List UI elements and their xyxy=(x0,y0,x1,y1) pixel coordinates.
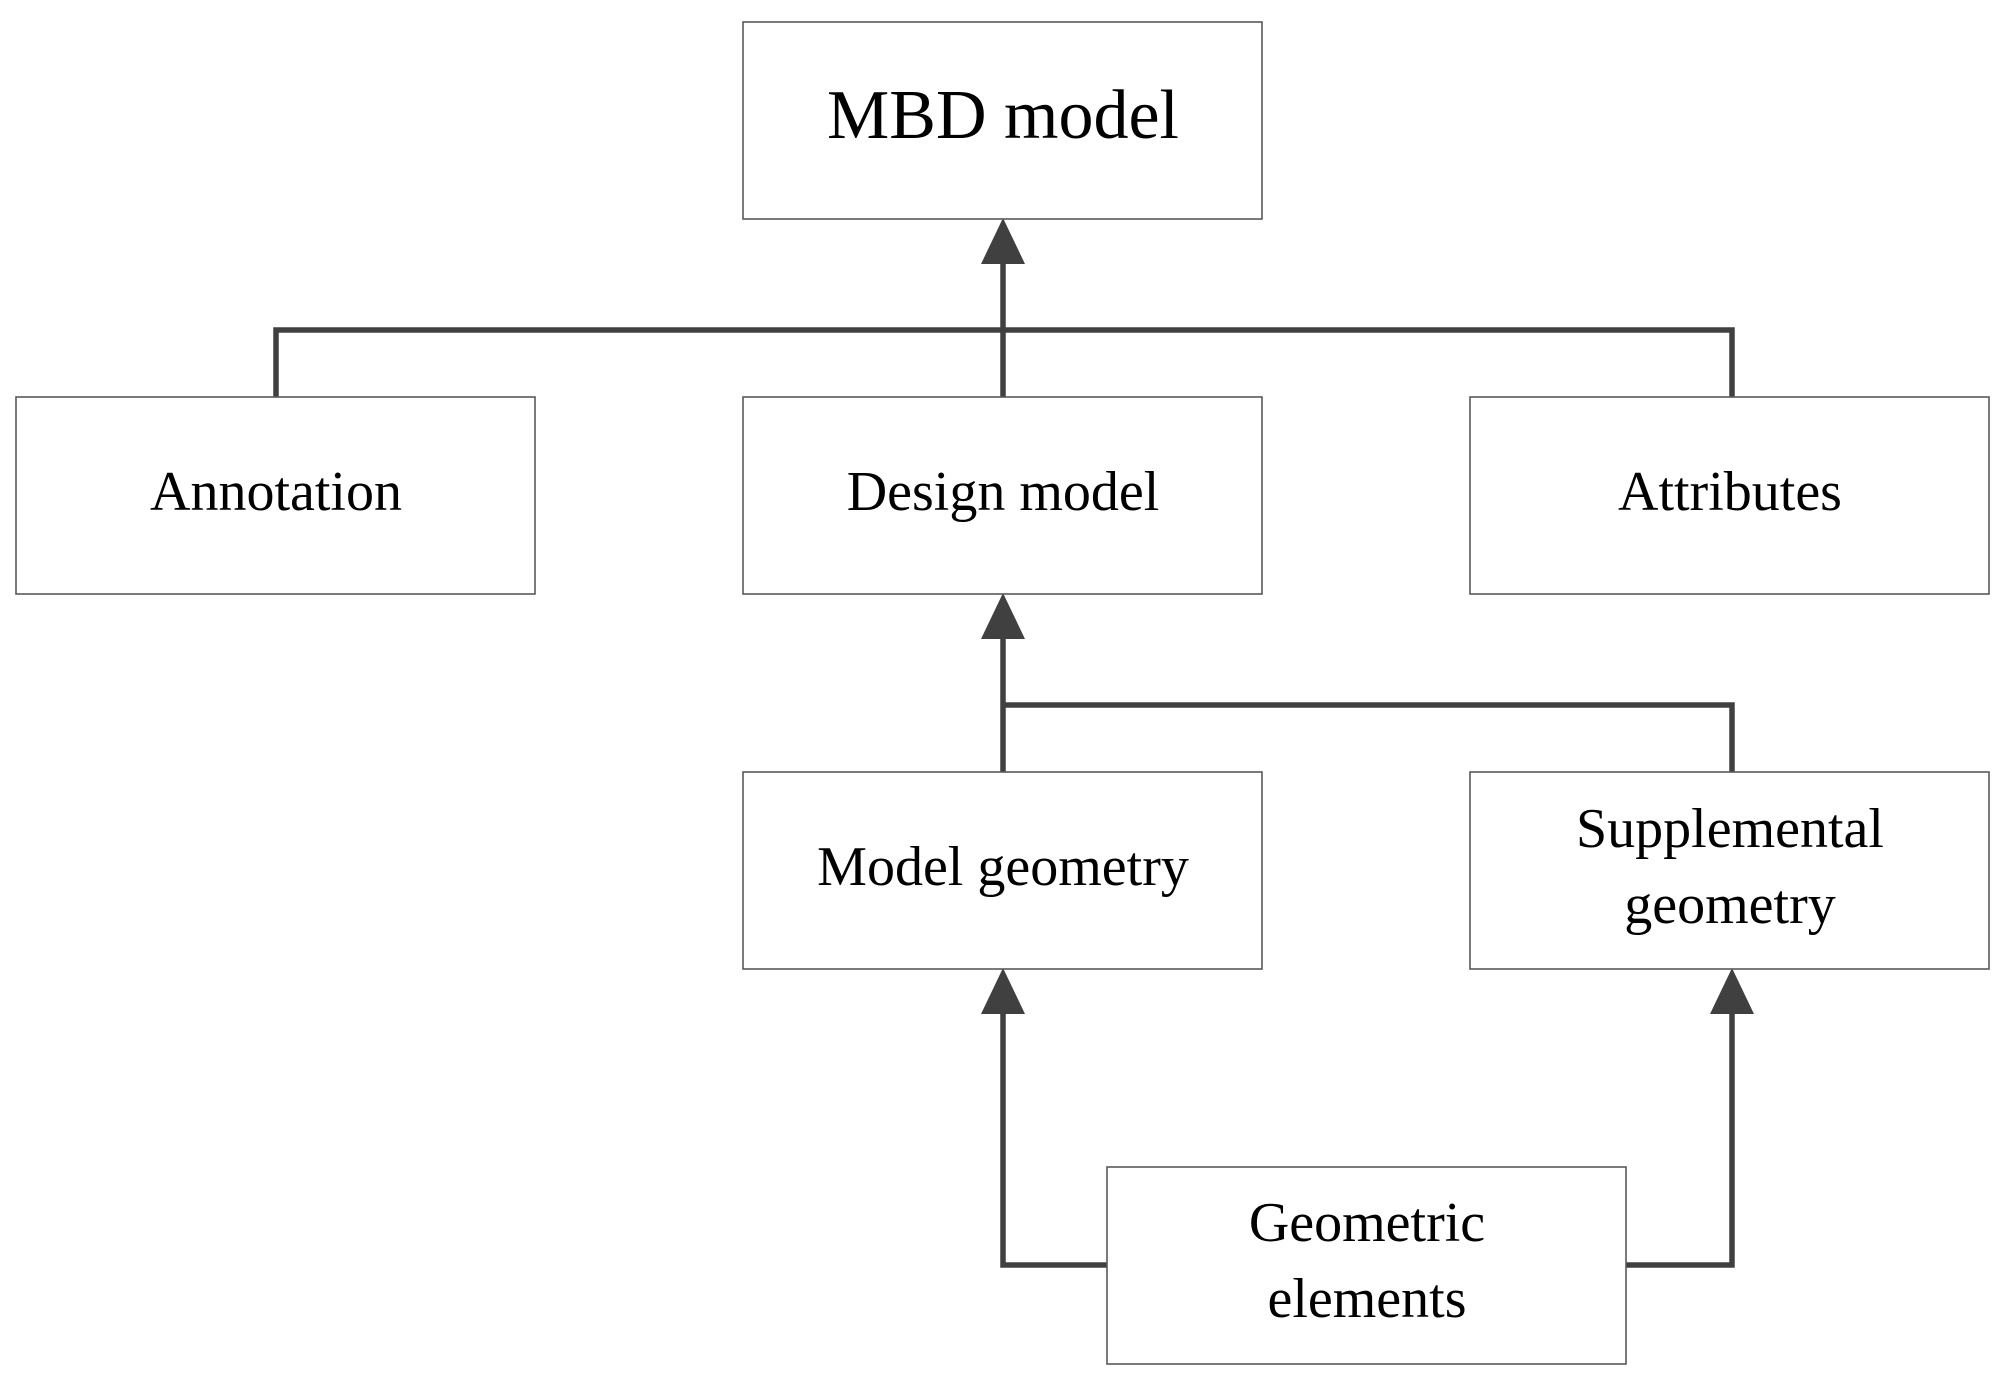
node-mbd-model: MBD model xyxy=(742,21,1263,220)
node-design-model: Design model xyxy=(742,396,1263,595)
node-design-model-box xyxy=(742,396,1263,595)
node-geometric-elements: Geometric elements xyxy=(1106,1166,1627,1365)
node-mbd-model-box xyxy=(742,21,1263,220)
node-model-geometry-label: Model geometry xyxy=(817,836,1189,898)
arrow-to-model-geometry xyxy=(981,968,1025,1014)
node-supplemental-geometry-label-line1: Supplemental xyxy=(1576,798,1884,860)
node-annotation-box xyxy=(15,396,536,595)
node-mbd-model-label: MBD model xyxy=(827,77,1179,154)
node-supplemental-geometry: Supplemental geometry xyxy=(1469,771,1990,970)
connectors xyxy=(273,218,1754,1268)
node-geometric-elements-label-line1: Geometric xyxy=(1249,1192,1485,1254)
node-model-geometry-box xyxy=(742,771,1263,970)
node-attributes-box xyxy=(1469,396,1990,595)
arrow-to-supplemental-geometry xyxy=(1710,968,1754,1014)
node-model-geometry: Model geometry xyxy=(742,771,1263,970)
arrow-to-design-model xyxy=(981,593,1025,639)
node-attributes-label: Attributes xyxy=(1618,461,1842,523)
arrow-to-mbd-model xyxy=(981,218,1025,264)
node-attributes: Attributes xyxy=(1469,396,1990,595)
connector-elements-to-supplemental xyxy=(1625,1010,1735,1268)
node-geometric-elements-box xyxy=(1106,1166,1627,1365)
node-design-model-label: Design model xyxy=(847,461,1160,523)
node-geometric-elements-label-line2: elements xyxy=(1267,1268,1466,1330)
connector-supplemental-to-bus xyxy=(1003,702,1735,775)
node-annotation-label: Annotation xyxy=(150,461,402,523)
connector-elements-to-model-geometry xyxy=(1000,1010,1108,1268)
node-annotation: Annotation xyxy=(15,396,536,595)
node-supplemental-geometry-box xyxy=(1469,771,1990,970)
node-supplemental-geometry-label-line2: geometry xyxy=(1624,874,1835,936)
